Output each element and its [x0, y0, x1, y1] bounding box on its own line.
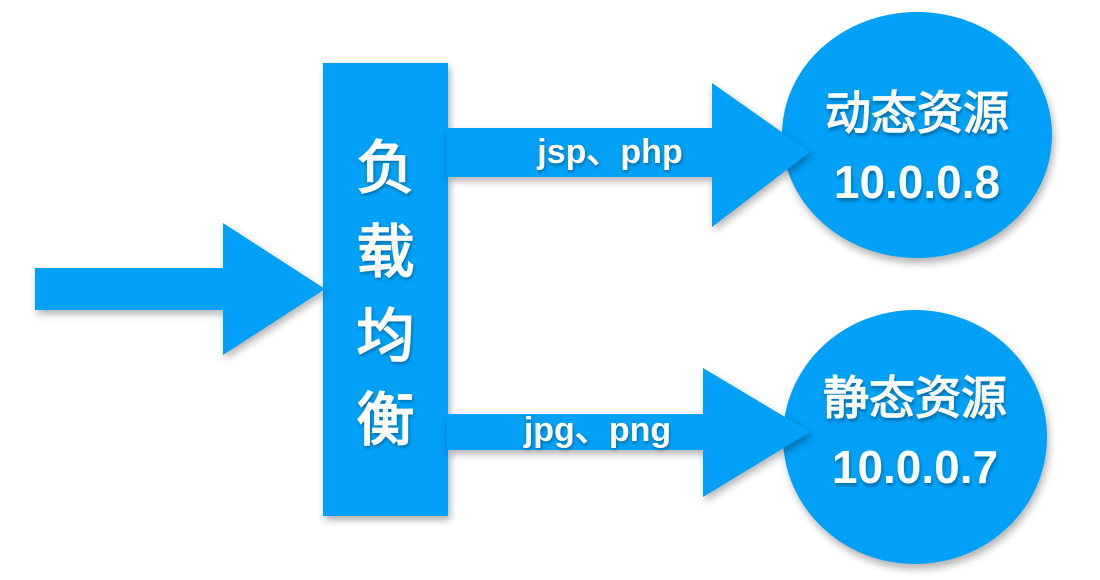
- load-balancer-label-char: 载: [356, 219, 415, 285]
- static-route-label: jpg、png: [523, 411, 672, 449]
- load-balancer-label-char: 负: [356, 135, 415, 201]
- incoming-traffic-arrow-icon: [35, 223, 325, 355]
- dynamic-resource-name: 动态资源: [825, 87, 1009, 139]
- dynamic-route-label: jsp、php: [537, 133, 683, 171]
- static-resource-ip: 10.0.0.7: [831, 441, 999, 493]
- static-resource-name: 静态资源: [823, 372, 1007, 424]
- load-balancer-box: 负 载 均 衡: [323, 63, 448, 516]
- load-balancer-label-char: 均: [356, 303, 415, 369]
- static-route-arrow-icon: [447, 368, 810, 497]
- dynamic-route-arrow-icon: [447, 83, 810, 227]
- static-resource-node-text: 静态资源 10.0.0.7: [823, 365, 1007, 503]
- dynamic-resource-node: 动态资源 10.0.0.8: [782, 12, 1052, 258]
- dynamic-resource-ip: 10.0.0.8: [833, 156, 1001, 208]
- static-resource-node: 静态资源 10.0.0.7: [783, 310, 1047, 564]
- dynamic-resource-node-text: 动态资源 10.0.0.8: [825, 80, 1009, 218]
- load-balancer-label-char: 衡: [356, 387, 415, 453]
